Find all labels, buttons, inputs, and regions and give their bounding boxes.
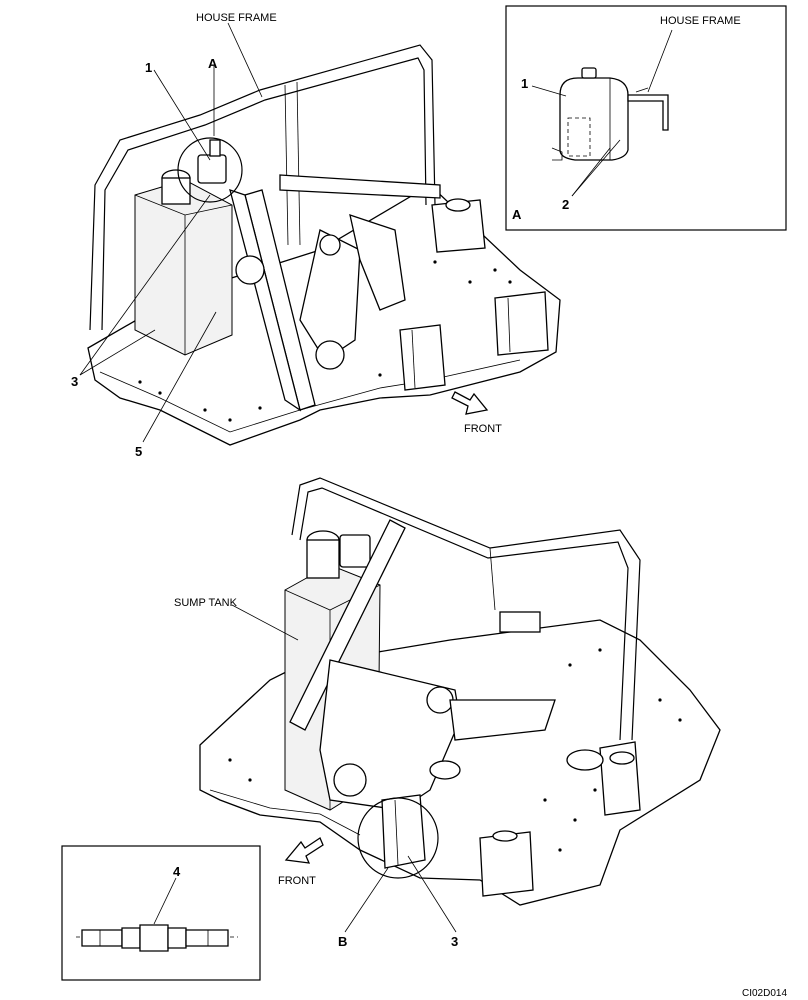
callout-top-a: A xyxy=(208,56,218,71)
sump-tank-label: SUMP TANK xyxy=(174,597,238,609)
front-arrow-top xyxy=(451,391,489,415)
callout-top-3: 3 xyxy=(71,374,78,389)
house-frame-label-main: HOUSE FRAME xyxy=(196,12,277,24)
floor-holes-top xyxy=(138,260,512,422)
inset-4-box xyxy=(61,845,261,981)
top-leader-lines xyxy=(79,22,263,443)
detail-a-box xyxy=(505,5,787,231)
house-frame-label-detail: HOUSE FRAME xyxy=(660,15,741,27)
drawing-code: CI02D014 xyxy=(742,988,787,999)
floor-holes-bottom xyxy=(228,648,682,852)
callout-bottom-3: 3 xyxy=(451,934,458,949)
text-labels: HOUSE FRAME HOUSE FRAME SUMP TANK FRONT … xyxy=(71,12,787,999)
bottom-leader-lines xyxy=(231,604,457,933)
callout-top-5: 5 xyxy=(135,444,142,459)
callout-inset-4: 4 xyxy=(173,864,181,879)
callout-detail-a: A xyxy=(512,207,522,222)
front-arrow-bottom xyxy=(284,837,324,864)
top-assembly-view xyxy=(87,44,561,446)
front-label-top: FRONT xyxy=(464,423,502,435)
front-label-bottom: FRONT xyxy=(278,875,316,887)
hose-fitting xyxy=(76,924,238,952)
callout-bottom-b: B xyxy=(338,934,347,949)
detail-a-leaders xyxy=(531,29,673,197)
callout-detail-2: 2 xyxy=(562,197,569,212)
callout-top-1: 1 xyxy=(145,60,152,75)
bottom-assembly-view xyxy=(199,477,721,906)
callout-detail-1: 1 xyxy=(521,76,528,91)
